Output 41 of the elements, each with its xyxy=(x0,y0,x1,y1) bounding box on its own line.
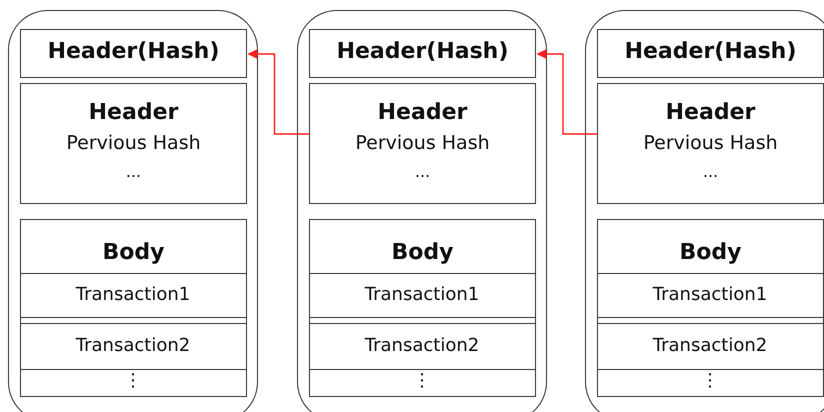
transaction-label: Transaction1 xyxy=(652,284,768,304)
hash-title: Header(Hash) xyxy=(336,39,510,64)
hash-box xyxy=(20,29,247,78)
block-card xyxy=(297,10,547,412)
header-title: Header xyxy=(376,100,468,125)
body-title: Body xyxy=(102,240,166,265)
arrow xyxy=(536,49,598,135)
transaction-label: Transaction1 xyxy=(74,284,192,304)
hash-title: Header(Hash) xyxy=(46,39,220,64)
ellipsis: ... xyxy=(414,162,432,181)
field-label: Pervious Hash xyxy=(354,132,491,154)
body-box xyxy=(597,219,824,397)
hash-box xyxy=(597,29,824,78)
arrow xyxy=(248,49,310,135)
body-title: Body xyxy=(390,240,454,265)
header-box xyxy=(597,83,824,204)
header-box xyxy=(20,83,247,204)
header-title: Header xyxy=(664,100,756,125)
ellipsis: ... xyxy=(702,162,720,181)
field-label: Pervious Hash xyxy=(642,132,779,154)
block-card xyxy=(8,10,258,412)
transaction-row xyxy=(308,272,536,318)
body-box xyxy=(20,219,247,397)
transaction-label: Transaction1 xyxy=(364,284,480,304)
transaction-row xyxy=(596,272,824,318)
transaction-label: Transaction2 xyxy=(364,334,480,356)
body-title: Body xyxy=(678,240,742,265)
ellipsis: ⋮ xyxy=(700,370,720,390)
hash-title: Header(Hash) xyxy=(624,39,798,64)
field-label: Pervious Hash xyxy=(65,132,202,154)
ellipsis: ... xyxy=(124,162,142,181)
header-box xyxy=(309,83,536,204)
ellipsis: ⋮ xyxy=(412,370,432,390)
transaction-label: Transaction2 xyxy=(74,334,192,356)
block-card xyxy=(585,10,824,412)
ellipsis: ⋮ xyxy=(123,370,143,390)
header-title: Header xyxy=(88,100,180,125)
transaction-row xyxy=(20,272,246,318)
body-box xyxy=(309,219,536,397)
hash-box xyxy=(309,29,536,78)
transaction-label: Transaction2 xyxy=(652,334,768,356)
